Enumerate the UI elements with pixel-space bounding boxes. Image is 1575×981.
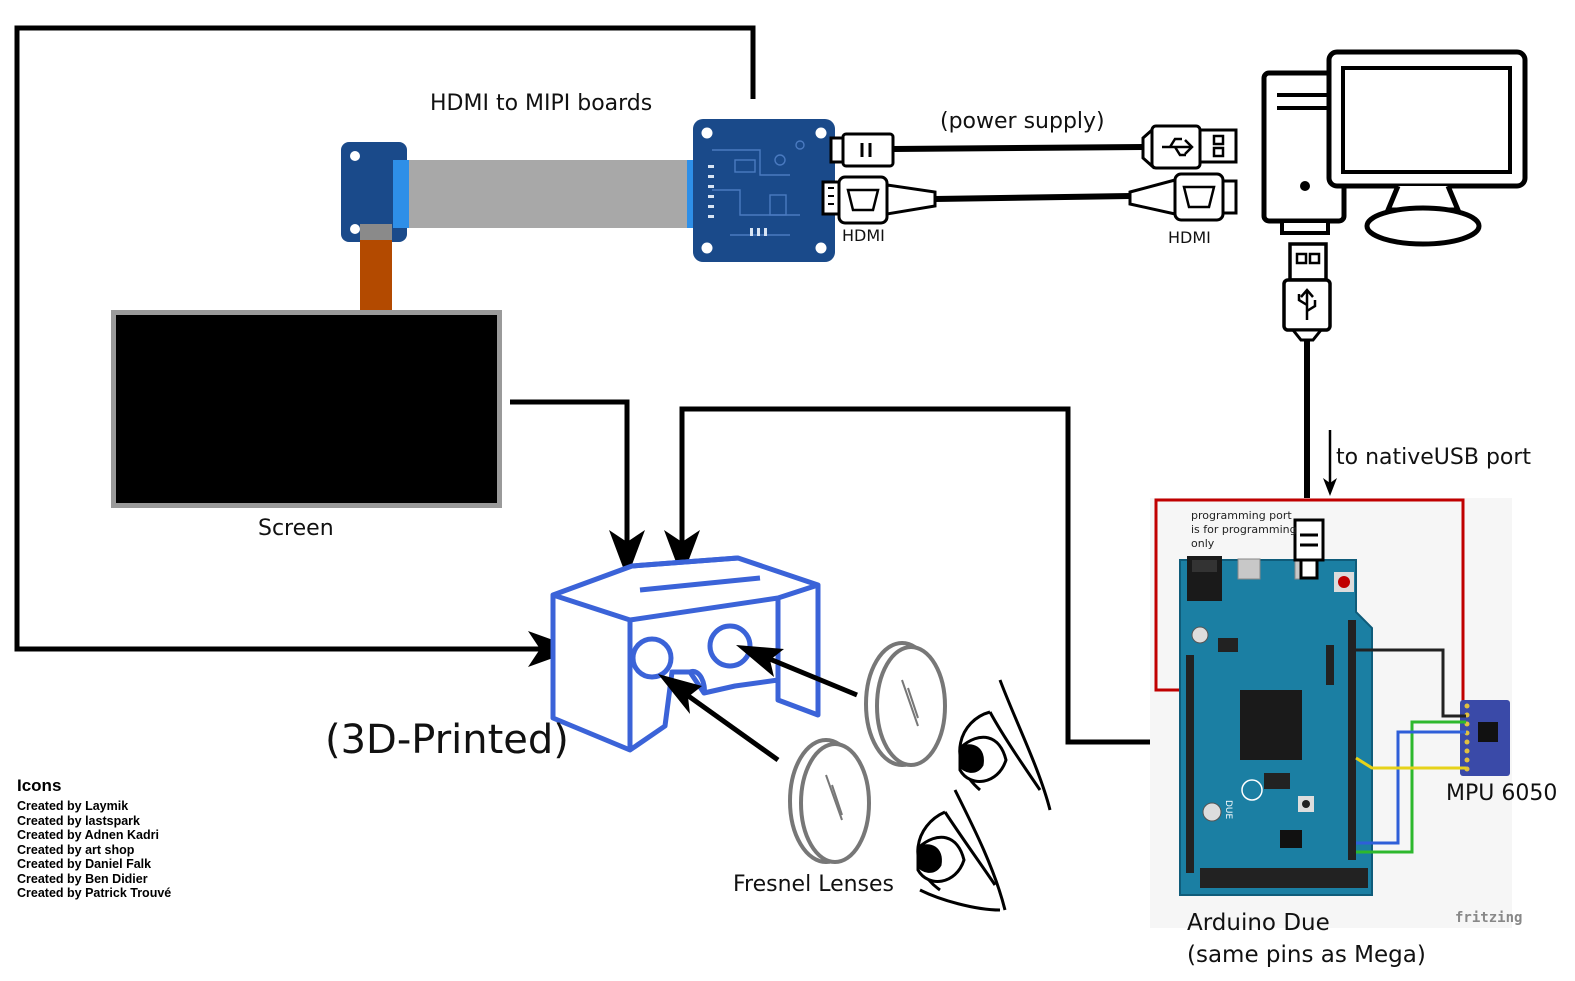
credits-title: Icons	[17, 776, 62, 795]
native-usb-label: to nativeUSB port	[1336, 445, 1532, 470]
credit-line: Created by Daniel Falk	[17, 857, 152, 871]
usb-plug-icon	[1293, 518, 1325, 580]
mpu6050-sensor-icon	[1460, 700, 1510, 776]
arrowhead-arduino	[664, 530, 700, 578]
usb-plug-icon	[1141, 124, 1238, 170]
screen-label: Screen	[258, 516, 334, 541]
connector-line-arduino	[679, 406, 1158, 745]
hdmi-plug-icon	[821, 175, 937, 225]
3d-printed-label: (3D-Printed)	[325, 717, 569, 763]
credit-line: Created by Laymik	[17, 799, 129, 813]
eye-icon	[916, 789, 1007, 912]
hdmi-label-right: HDMI	[1168, 228, 1211, 247]
native-usb-pointer-head	[1323, 478, 1337, 496]
programming-note-line: only	[1191, 537, 1215, 550]
lens-arrow-lower	[678, 687, 780, 763]
arrowhead-screen	[609, 530, 645, 578]
usb-plug-icon	[1282, 242, 1332, 342]
lens-arrowhead-upper	[736, 645, 784, 677]
fresnel-lens-icon	[788, 738, 871, 864]
lens-arrow-upper	[759, 652, 858, 698]
credit-line: Created by art shop	[17, 842, 135, 857]
credit-line: Created by Patrick Trouvé	[17, 886, 172, 900]
mpu-label: MPU 6050	[1446, 781, 1558, 806]
programming-note-line: is for programming	[1191, 523, 1297, 536]
hdmi-mipi-board-icon	[693, 119, 835, 262]
hdmi-plug-icon	[1128, 172, 1238, 222]
arduino-due-board-icon: DUE	[1179, 556, 1373, 896]
screen-icon	[111, 310, 502, 508]
fresnel-label: Fresnel Lenses	[733, 872, 895, 897]
connector-line-outer	[14, 25, 756, 652]
fresnel-lens-icon	[864, 641, 947, 767]
wire-green	[1356, 720, 1466, 854]
power-cable	[892, 144, 1144, 152]
connector-line-screen	[510, 399, 630, 555]
icon-credits: Icons Created by Laymik Created by lasts…	[17, 776, 171, 901]
due-logo-text: DUE	[1223, 800, 1233, 820]
programming-port-note: programming port is for programming only	[1191, 509, 1297, 551]
fritzing-logo: fritzing	[1455, 910, 1522, 926]
wire-red	[1154, 498, 1465, 705]
hdmi-cable	[934, 193, 1131, 202]
hdmi-mipi-label: HDMI to MIPI boards	[430, 91, 653, 116]
credit-line: Created by lastspark	[17, 813, 140, 828]
lens-arrowhead-lower	[658, 674, 702, 714]
vr-headset-icon	[550, 555, 821, 753]
credit-line: Created by Adnen Kadri	[17, 828, 159, 842]
eye-icon	[958, 679, 1052, 811]
arduino-label: Arduino Due	[1187, 910, 1330, 936]
usb-plug-icon	[829, 132, 895, 168]
arduino-sublabel: (same pins as Mega)	[1187, 942, 1426, 968]
wire-yellow	[1355, 756, 1466, 770]
computer-icon	[1261, 49, 1528, 247]
credit-line: Created by Ben Didier	[17, 871, 148, 886]
hdmi-mipi-board-icon	[341, 142, 703, 310]
wire-blue	[1356, 730, 1466, 845]
power-supply-label: (power supply)	[940, 109, 1105, 134]
programming-note-line: programming port	[1191, 509, 1292, 522]
wire-black	[1356, 648, 1466, 718]
hdmi-label-left: HDMI	[842, 226, 885, 245]
